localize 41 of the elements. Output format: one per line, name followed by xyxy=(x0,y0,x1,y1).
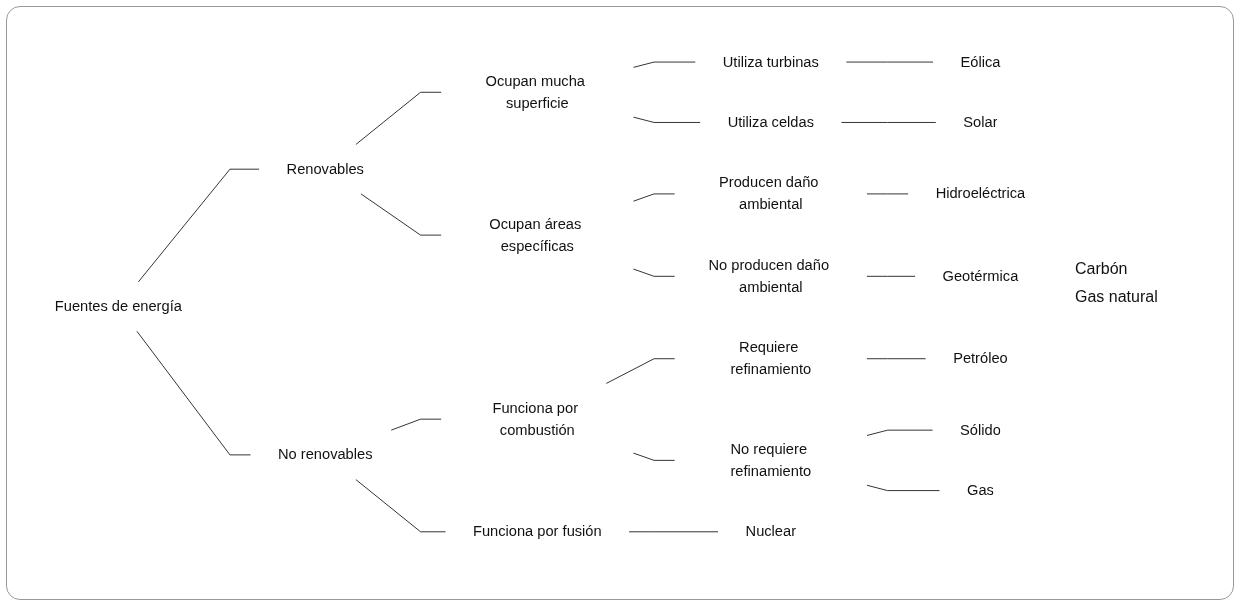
node-text: Solar xyxy=(963,114,998,130)
node-text: Sólido xyxy=(960,421,1001,438)
leaf-label: Carbón xyxy=(1075,260,1129,278)
node-text: Renovables xyxy=(286,161,364,177)
connector xyxy=(137,168,260,283)
connector xyxy=(633,193,676,202)
node-text: Funciona por combustión xyxy=(492,400,579,438)
node-text: Gas xyxy=(966,482,994,498)
node-text: Hidroeléctrica xyxy=(935,185,1026,202)
node-text: No requiere refinamiento xyxy=(730,441,812,479)
connector xyxy=(633,268,676,277)
connector xyxy=(355,91,442,145)
node-text: Funciona por fusión xyxy=(472,523,602,540)
connector xyxy=(633,452,676,461)
connector xyxy=(390,418,442,431)
node-text: Ocupan mucha superficie xyxy=(485,73,585,111)
connector xyxy=(136,330,251,456)
node-text: Geotérmica xyxy=(942,268,1019,284)
node-text: No renovables xyxy=(278,446,373,463)
node-text: Eólica xyxy=(960,53,1001,70)
connector xyxy=(605,358,676,384)
connector xyxy=(628,531,719,533)
node-text: Producen daño ambiental xyxy=(719,174,819,213)
node-text: Nuclear xyxy=(745,523,797,540)
node-text: Utiliza turbinas xyxy=(722,53,819,70)
node-text: No producen daño ambiental xyxy=(708,257,830,295)
connector xyxy=(355,479,446,533)
connector xyxy=(841,122,937,123)
connector xyxy=(866,484,940,492)
node-text: Utiliza celdas xyxy=(727,114,814,130)
node-text: Ocupan áreas específicas xyxy=(489,215,582,254)
leaf-label: Gas natural xyxy=(1075,288,1159,306)
connector xyxy=(360,193,442,236)
node-text: Petróleo xyxy=(953,350,1008,367)
node-text: Requiere refinamiento xyxy=(730,339,812,378)
connector xyxy=(633,61,696,68)
connector xyxy=(866,429,934,436)
connector xyxy=(633,116,701,123)
node-text: Fuentes de energía xyxy=(54,298,182,314)
connector xyxy=(866,358,927,360)
connector xyxy=(866,275,916,277)
